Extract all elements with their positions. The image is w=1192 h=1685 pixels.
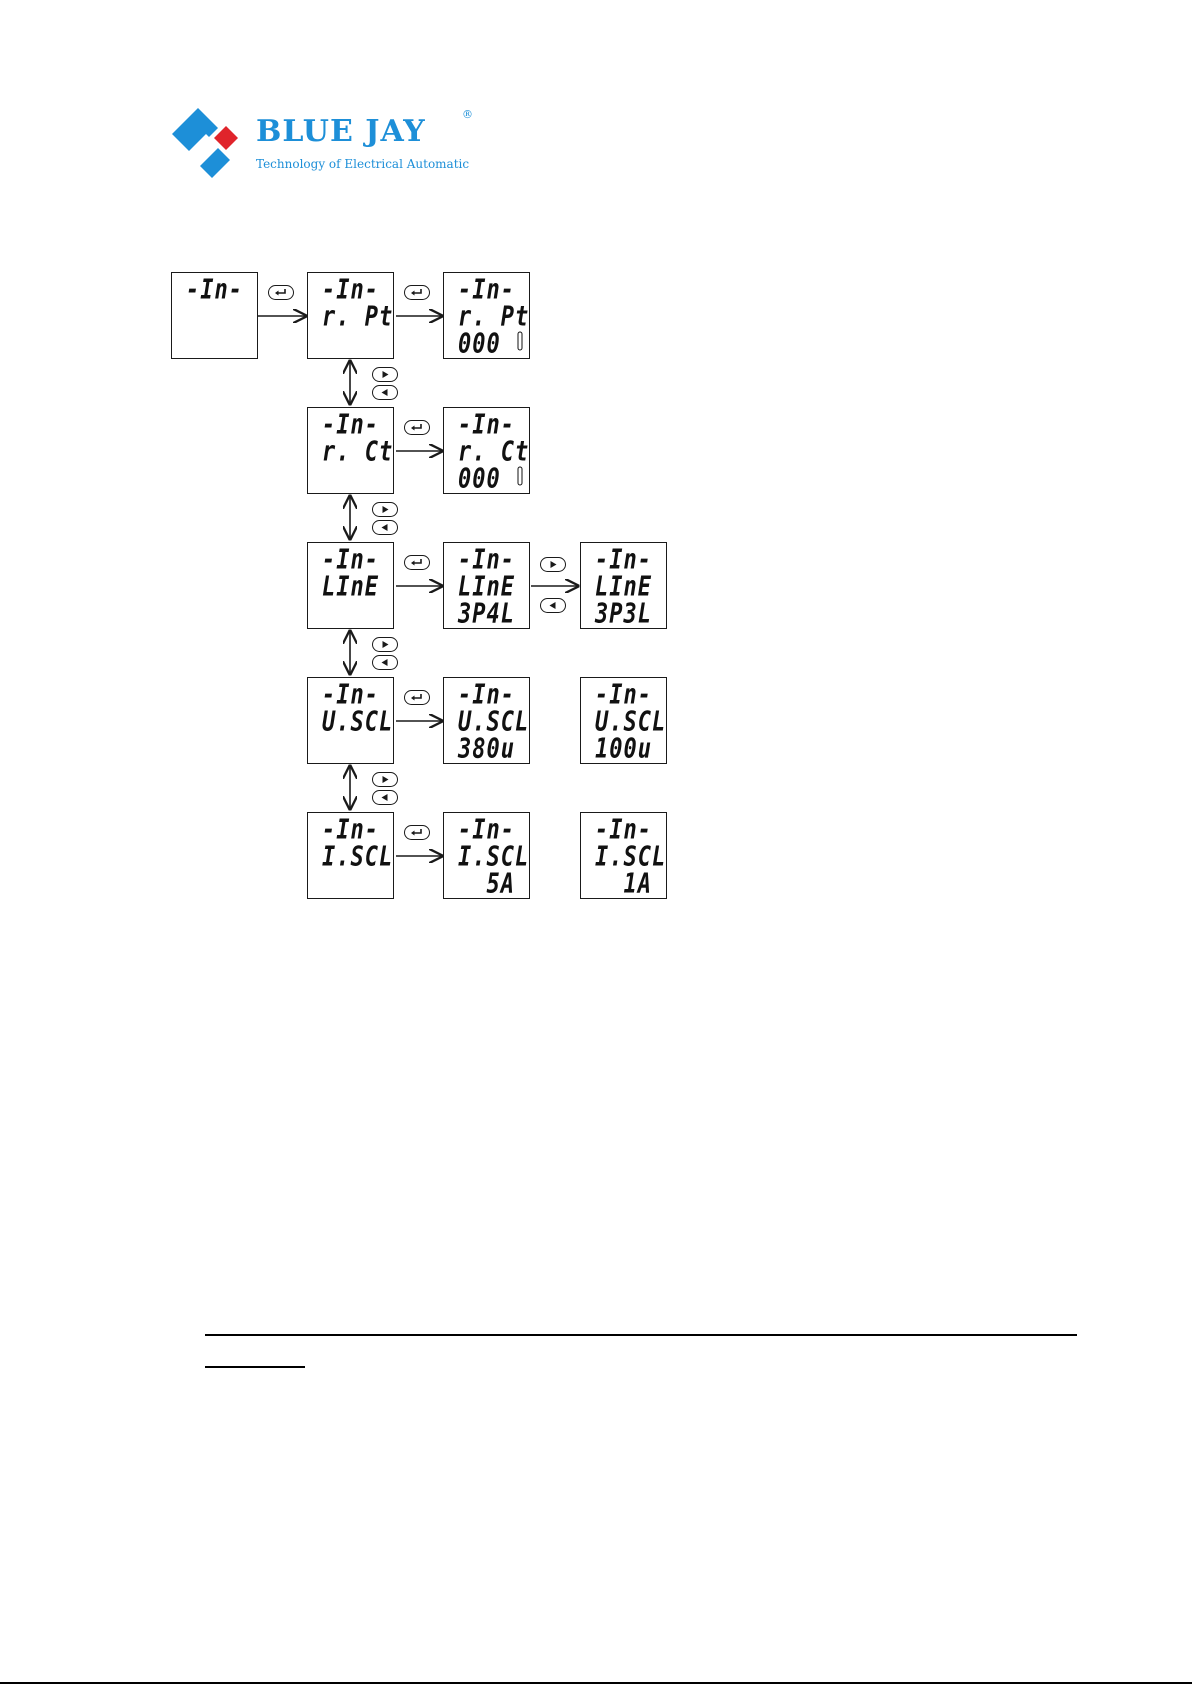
right-arrow-key-icon: [372, 367, 398, 382]
lcd-rct-setting: -In- r. Ct 000: [443, 407, 530, 494]
lcd-uscl-alt: -In- U.SCL 100u: [580, 677, 667, 764]
lcd-line: 000: [458, 465, 501, 495]
lcd-line-menu: -In- LInE: [307, 542, 394, 629]
lcd-iscl-alt: -In- I.SCL 1A: [580, 812, 667, 899]
lcd-line: r. Pt: [322, 303, 393, 333]
lcd-iscl-menu: -In- I.SCL: [307, 812, 394, 899]
left-arrow-key-icon: [540, 598, 566, 613]
lcd-line-alt: -In- LInE 3P3L: [580, 542, 667, 629]
lcd-line-setting: -In- LInE 3P4L: [443, 542, 530, 629]
right-arrow-key-icon: [372, 772, 398, 787]
digit-cursor-icon: [517, 331, 523, 351]
enter-key-icon: [404, 420, 430, 435]
input-settings-flow-diagram: -In- -In- r. Pt -In- r. Pt 000 -In- r. C…: [0, 0, 1192, 920]
lcd-line: 000: [458, 330, 501, 360]
lcd-line: 100u: [595, 735, 652, 765]
page-bottom-rule: [0, 1682, 1192, 1684]
horizontal-rule: [205, 1334, 1077, 1336]
lcd-rpt-setting: -In- r. Pt 000: [443, 272, 530, 359]
right-arrow-key-icon: [372, 637, 398, 652]
lcd-line: 3P4L: [458, 600, 515, 630]
lcd-line: -In-: [186, 276, 243, 306]
lcd-line: 5A: [458, 870, 515, 900]
left-arrow-key-icon: [372, 520, 398, 535]
lcd-line: 1A: [595, 870, 652, 900]
enter-key-icon: [404, 825, 430, 840]
enter-key-icon: [404, 690, 430, 705]
lcd-rct-menu: -In- r. Ct: [307, 407, 394, 494]
right-arrow-key-icon: [540, 557, 566, 572]
short-underline: [205, 1366, 305, 1368]
left-arrow-key-icon: [372, 385, 398, 400]
lcd-line: 3P3L: [595, 600, 652, 630]
lcd-uscl-setting: -In- U.SCL 380u: [443, 677, 530, 764]
enter-key-icon: [404, 285, 430, 300]
lcd-line: r. Ct: [322, 438, 393, 468]
lcd-iscl-setting: -In- I.SCL 5A: [443, 812, 530, 899]
lcd-uscl-menu: -In- U.SCL: [307, 677, 394, 764]
connector-lines: [0, 0, 1192, 920]
lcd-line: LInE: [322, 573, 379, 603]
lcd-line: U.SCL: [322, 708, 393, 738]
left-arrow-key-icon: [372, 790, 398, 805]
right-arrow-key-icon: [372, 502, 398, 517]
lcd-root-in: -In-: [171, 272, 258, 359]
enter-key-icon: [404, 555, 430, 570]
digit-cursor-icon: [517, 466, 523, 486]
lcd-line: I.SCL: [322, 843, 393, 873]
enter-key-icon: [268, 285, 294, 300]
left-arrow-key-icon: [372, 655, 398, 670]
lcd-line: 380u: [458, 735, 515, 765]
lcd-rpt-menu: -In- r. Pt: [307, 272, 394, 359]
